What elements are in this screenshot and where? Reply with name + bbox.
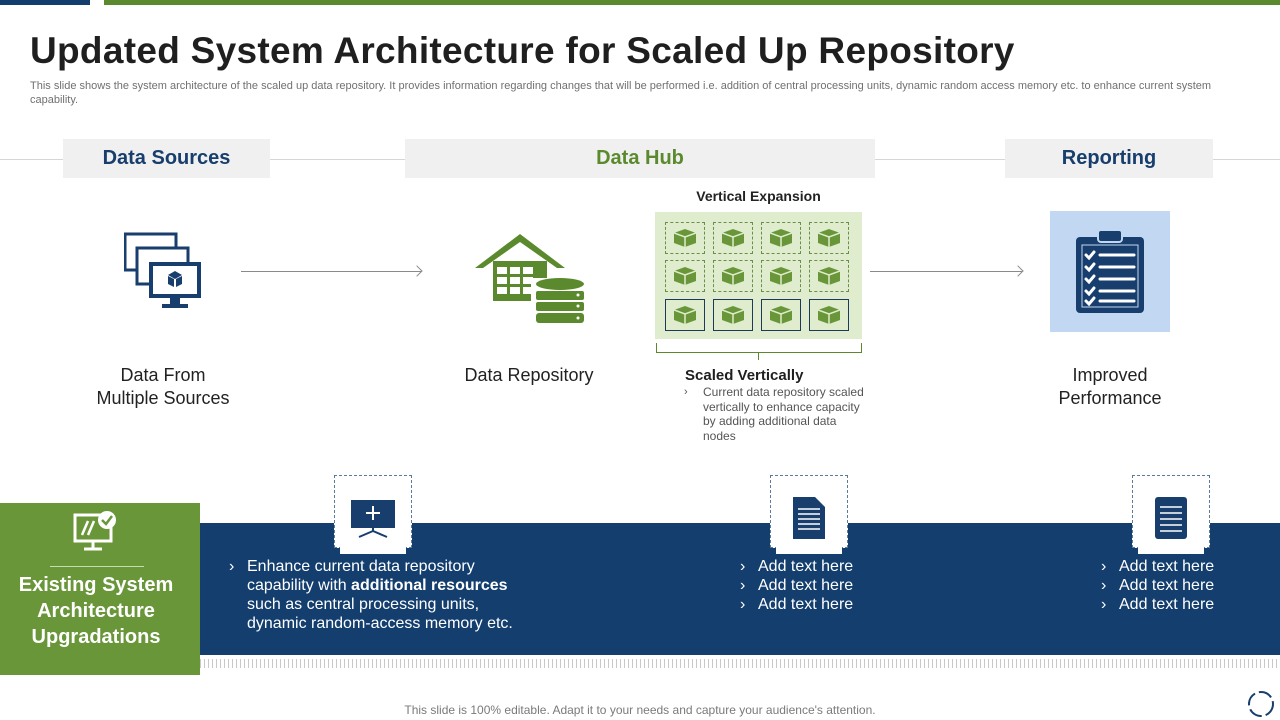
page-title: Updated System Architecture for Scaled U… — [30, 30, 1015, 71]
bullet: › — [740, 596, 746, 613]
presentation-board-icon — [351, 499, 395, 538]
icon-holder — [1138, 481, 1204, 554]
text-fragment: capability with — [247, 577, 352, 594]
data-node-icon — [809, 299, 849, 331]
data-node-grid — [655, 212, 862, 339]
data-node-icon — [665, 299, 705, 331]
bullet: › — [229, 558, 235, 575]
data-node-icon — [713, 299, 753, 331]
scaled-vertically-text: Current data repository scaled verticall… — [703, 385, 864, 443]
data-node-icon — [761, 299, 801, 331]
vertical-expansion-label: Vertical Expansion — [696, 188, 821, 204]
text-line: Enhance current data repository — [247, 558, 475, 575]
data-node-icon — [713, 260, 753, 292]
top-accent-green — [104, 0, 1280, 5]
divider-line — [0, 159, 63, 160]
logo-icon — [1248, 691, 1274, 717]
data-node-icon — [761, 260, 801, 292]
text-line: Add text here — [758, 558, 854, 575]
tick-strip — [200, 659, 1280, 668]
arrow-head-icon — [1012, 265, 1024, 277]
text-line: such as central processing units, — [247, 596, 480, 613]
text-line: capability with additional resources — [247, 576, 508, 595]
scaled-vertically-title: Scaled Vertically — [685, 367, 804, 384]
text-line: Add text here — [758, 596, 854, 613]
caption-reporting: Improved Performance — [1030, 364, 1190, 410]
upgrade-text-col-1: › Enhance current data repository capabil… — [229, 557, 539, 633]
computer-stack-icon — [124, 232, 201, 308]
caption-data-sources: Data From Multiple Sources — [83, 364, 243, 410]
icon-tile — [770, 475, 848, 554]
panel-divider — [50, 566, 144, 567]
bullet: › — [1101, 596, 1107, 613]
caption-line: Performance — [1058, 388, 1162, 408]
caption-data-repository: Data Repository — [464, 365, 594, 385]
grid-brace — [656, 343, 862, 353]
reporting-tile — [1050, 211, 1170, 332]
section-header-reporting: Reporting — [1005, 139, 1213, 178]
upgrade-panel-title: Existing System Architecture Upgradation… — [18, 574, 174, 648]
data-node-icon — [713, 222, 753, 254]
section-header-data-sources: Data Sources — [63, 139, 270, 178]
icon-tile — [334, 475, 412, 554]
text-line: Add text here — [1119, 577, 1215, 594]
data-node-icon — [809, 222, 849, 254]
divider-line — [270, 159, 405, 160]
bullet: › — [1101, 558, 1107, 575]
data-node-icon — [809, 260, 849, 292]
bullet: › — [684, 386, 688, 398]
monitor-check-icon — [73, 511, 116, 551]
caption-line: Data From — [120, 365, 206, 385]
caption-line: Improved — [1072, 365, 1148, 385]
upgrade-text-col-3: › Add text here › Add text here › Add text … — [1101, 557, 1241, 614]
icon-holder — [340, 481, 406, 554]
arrow-head-icon — [411, 265, 423, 277]
flow-arrow — [241, 271, 421, 272]
caption-line: Multiple Sources — [96, 388, 230, 408]
divider-line — [875, 159, 1005, 160]
warehouse-database-icon — [475, 234, 587, 326]
divider-line — [1213, 159, 1280, 160]
bullet: › — [1101, 577, 1107, 594]
grid-brace-tip — [758, 352, 759, 360]
flow-arrow — [870, 271, 1022, 272]
icon-tile — [1132, 475, 1210, 554]
upgrade-text-col-2: › Add text here › Add text here › Add text … — [740, 557, 880, 614]
text-line: Add text here — [1119, 596, 1215, 613]
data-node-icon — [665, 222, 705, 254]
page-subtitle: This slide shows the system architecture… — [30, 80, 1212, 106]
icon-holder — [776, 481, 842, 554]
text-bold: additional resources — [351, 577, 508, 594]
text-line: dynamic random-access memory etc. — [247, 615, 513, 632]
data-node-icon — [665, 260, 705, 292]
upgrade-panel — [0, 503, 200, 675]
top-accent-blue — [0, 0, 90, 5]
clipboard-checklist-icon — [1076, 228, 1144, 313]
bullet: › — [740, 577, 746, 594]
text-line: Add text here — [1119, 558, 1215, 575]
footer-note: This slide is 100% editable. Adapt it to… — [404, 703, 876, 717]
document-icon — [1155, 496, 1187, 539]
bullet: › — [740, 558, 746, 575]
document-icon — [793, 496, 825, 539]
section-header-data-hub: Data Hub — [405, 139, 875, 178]
data-node-icon — [761, 222, 801, 254]
text-line: Add text here — [758, 577, 854, 594]
